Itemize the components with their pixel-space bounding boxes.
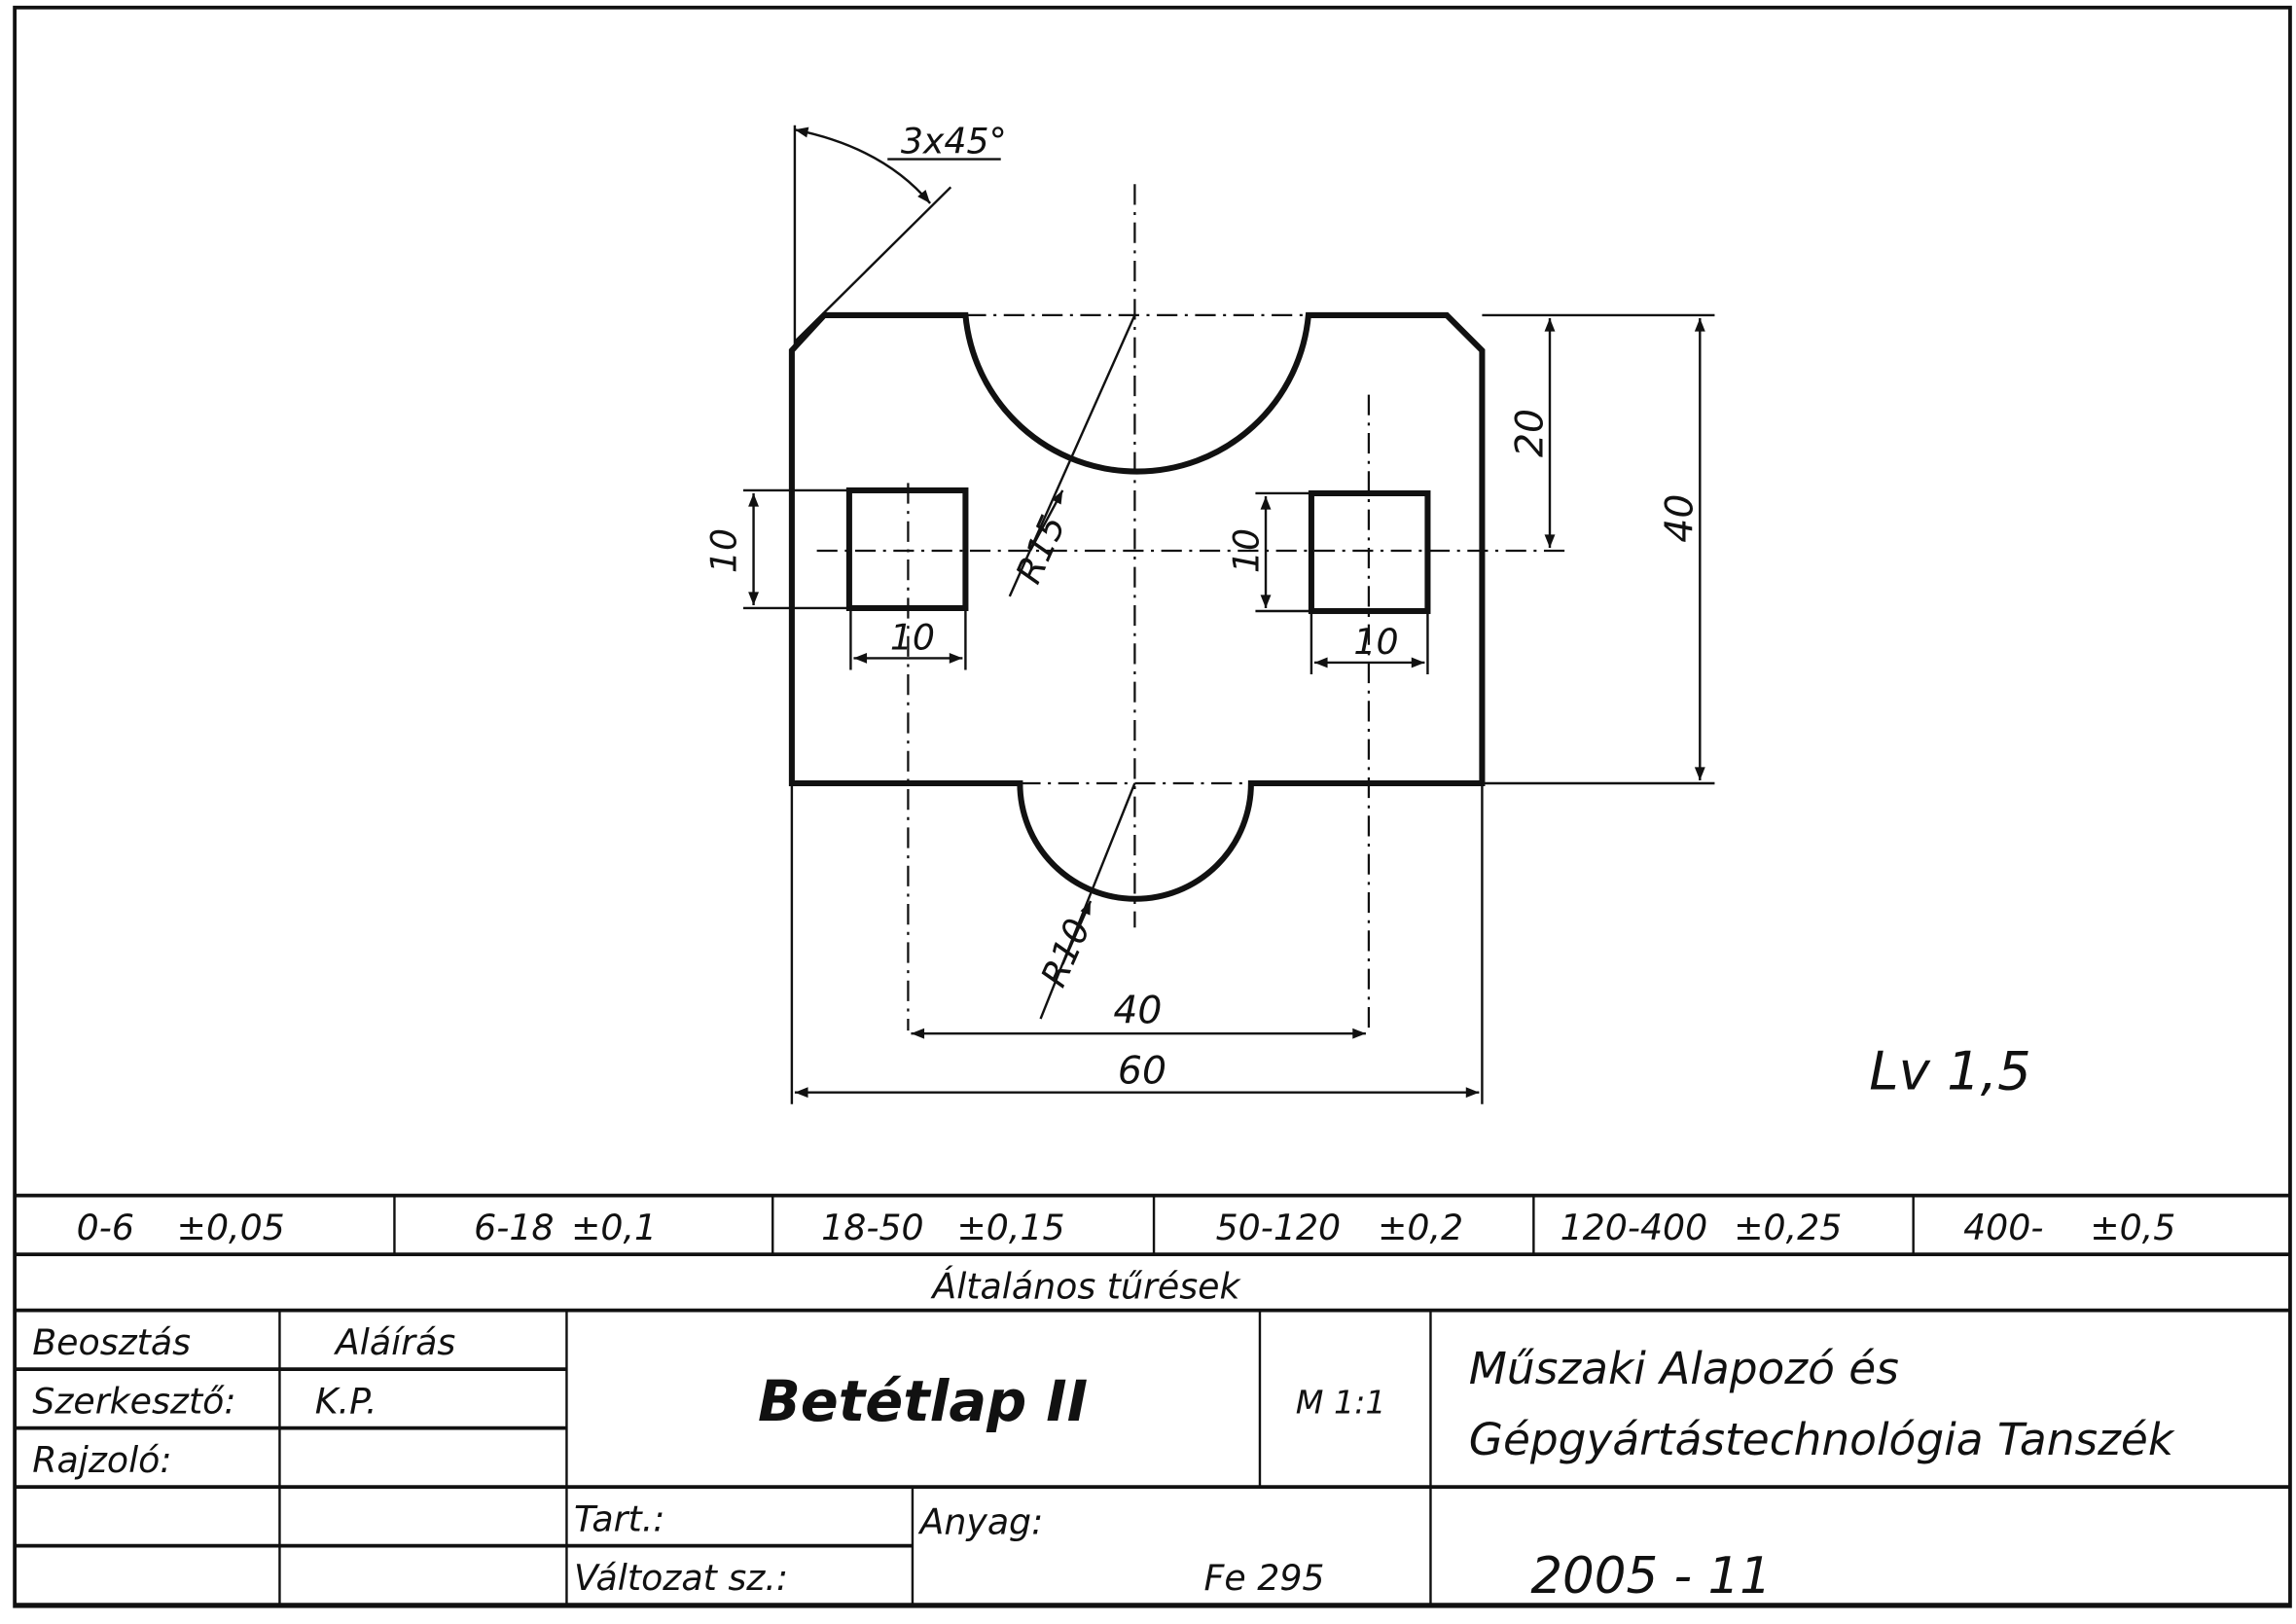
text-label: ±0,15 [956,1207,1064,1248]
text-label: 6-18 [474,1207,554,1248]
overall-width-label: 60 [1118,1049,1166,1094]
r10-label: R10 [1032,913,1098,993]
part-outline [788,311,1486,902]
tolerance-cell: 50-120 ±0,2 [1216,1207,1464,1248]
version-label: Változat sz.: [574,1557,788,1599]
left-height-label: 10 [702,528,744,573]
left-square-dimensions: 10 10 [702,488,967,670]
text-label: ±0,5 [2090,1207,2175,1248]
title-block: Beosztás Aláírás Szerkesztő: K.P. Rajzol… [15,1310,2290,1607]
sheet-frame [13,5,2292,1608]
radius-r15: R15 [1007,314,1136,597]
sheet-thickness-label: Lv 1,5 [1869,1040,2030,1102]
text-label: 0-6 [77,1207,134,1248]
text-label: 120-400 [1561,1207,1708,1248]
right-square-hole [1308,489,1431,615]
tolerance-table: 0-6±0,05 6-18±0,1 18-50±0,15 50-120±0,2 … [15,1193,2290,1313]
center-height-label: 20 [1507,409,1552,457]
text-label: 50-120 [1216,1207,1342,1248]
tolerance-cell: 18-50 ±0,15 [821,1207,1064,1248]
drawing-title: Betétlap II [758,1369,1088,1434]
text-label: ±0,2 [1378,1207,1463,1248]
radius-r10: R10 [1032,782,1136,1020]
left-square-hole [845,487,969,611]
text-label: ±0,1 [571,1207,657,1248]
contains-label: Tart.: [574,1498,665,1540]
tolerance-cell: 0-6 ±0,05 [77,1207,285,1248]
institution-line-2: Gépgyártástechnológia Tanszék [1469,1414,2175,1465]
right-height-label: 10 [1225,528,1267,573]
overall-height-dimension: 40 [1658,317,1705,780]
chamfer-dimension: 3x45° [793,121,1007,351]
tolerance-cell: 400- ±0,5 [1963,1207,2175,1248]
text-label: 18-50 [821,1207,923,1248]
right-width-label: 10 [1353,621,1398,663]
date-label: 2005 - 11 [1530,1547,1772,1606]
center-height-dimension: 20 [1482,313,1715,785]
institution-line-1: Műszaki Alapozó és [1469,1343,1899,1394]
scale-label: M 1:1 [1296,1383,1386,1421]
right-square-dimensions: 10 10 [1225,491,1429,675]
editor-value: K.P. [315,1380,377,1422]
center-lines [816,184,1568,1031]
hole-spacing-label: 40 [1113,989,1162,1033]
material-value: Fe 295 [1203,1557,1324,1599]
chamfer-label: 3x45° [901,121,1007,162]
signature-header: Aláírás [334,1321,455,1363]
overall-width-dimension: 60 [790,783,1484,1104]
drafter-label: Rajzoló: [32,1439,171,1481]
editor-label: Szerkesztő: [32,1380,235,1422]
text-label: ±0,25 [1734,1207,1842,1248]
hole-spacing-dimension: 40 [911,989,1366,1039]
left-width-label: 10 [890,616,935,658]
text-label: 400- [1963,1207,2043,1248]
role-header: Beosztás [32,1321,191,1363]
tolerance-caption: Általános tűrések [930,1265,1241,1307]
tolerance-cell: 6-18 ±0,1 [474,1207,657,1248]
text-label: ±0,05 [177,1207,285,1248]
overall-height-label: 40 [1658,494,1703,543]
tolerance-cell: 120-400 ±0,25 [1561,1207,1843,1248]
material-label: Anyag: [918,1501,1044,1543]
